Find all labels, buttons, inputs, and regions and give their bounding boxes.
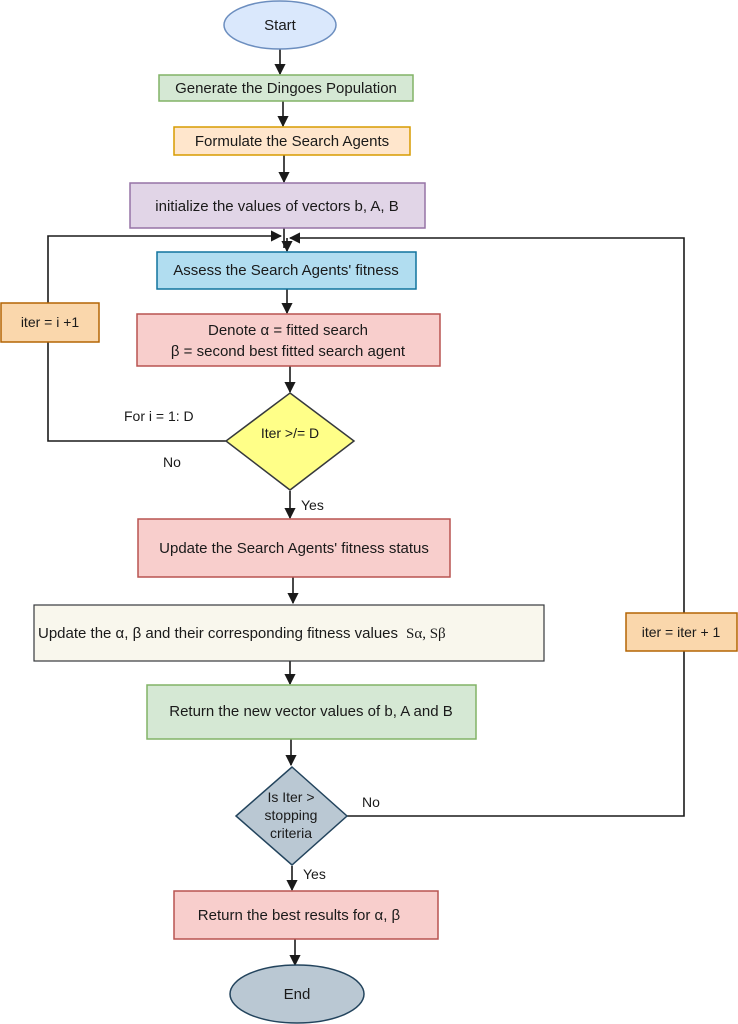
update-alpha-beta-label: Update the α, β and their corresponding … [38,625,446,642]
generate-label: Generate the Dingoes Population [175,80,397,97]
decision1-diamond [224,392,356,491]
formulate-label: Formulate the Search Agents [195,133,389,150]
iter-iter-box [625,612,738,652]
start-ellipse [223,0,337,50]
assess-box [156,251,417,290]
decision2-label-line3: criteria [270,825,312,841]
update-alpha-beta-text: Update the α, β and their corresponding … [38,625,398,642]
return-best-label: Return the best results for α, β [198,907,401,924]
return-best-box [173,890,439,940]
denote-label-line1: Denote α = fitted search [208,322,368,339]
node-start: Start [223,0,337,50]
node-return-vectors: Return the new vector values of b, A and… [146,684,477,740]
decision1-label: Iter >/= D [261,425,319,441]
iter-i-box [0,302,100,343]
denote-box [136,313,441,367]
node-update-status: Update the Search Agents' fitness status [137,518,451,578]
update-status-label: Update the Search Agents' fitness status [159,540,429,557]
side-box-iter-iter: iter = iter + 1 [625,612,738,652]
no-label-1: No [163,454,181,470]
decision2-diamond [234,765,349,867]
edges [47,49,685,967]
initialize-label: initialize the values of vectors b, A, B [155,198,398,215]
end-ellipse [229,964,365,1024]
node-generate: Generate the Dingoes Population [158,74,414,102]
return-vectors-label: Return the new vector values of b, A and… [169,703,453,720]
no-label-2: No [362,794,380,810]
node-initialize: initialize the values of vectors b, A, B [129,182,426,229]
node-return-best: Return the best results for α, β [173,890,439,940]
update-status-box [137,518,451,578]
generate-box [158,74,414,102]
node-decision2: Is Iter > stopping criteria [234,765,349,867]
for-loop-label: For i = 1: D [124,408,194,424]
node-denote: Denote α = fitted search β = second best… [136,313,441,367]
denote-label-line2: β = second best fitted search agent [171,343,406,360]
initialize-box [129,182,426,229]
decision2-label-line2: stopping [265,807,318,823]
edge-decision2-loop-no [288,232,685,817]
update-alpha-beta-box [33,604,545,662]
decision2-label-line1: Is Iter > [267,789,314,805]
node-assess: Assess the Search Agents' fitness [156,251,417,290]
update-alpha-beta-symbols: Sα, Sβ [406,626,446,642]
node-formulate: Formulate the Search Agents [173,126,411,156]
side-box-iter-i: iter = i +1 [0,302,100,343]
node-update-alpha-beta: Update the α, β and their corresponding … [33,604,545,662]
iter-iter-label: iter = iter + 1 [642,624,721,640]
iter-i-label: iter = i +1 [21,314,80,330]
assess-label: Assess the Search Agents' fitness [173,262,398,279]
end-label: End [284,986,311,1003]
yes-label-1: Yes [301,497,324,513]
yes-label-2: Yes [303,866,326,882]
node-end: End [229,964,365,1024]
start-label: Start [264,17,297,34]
edge-labels: For i = 1: D No Yes No Yes [124,408,380,882]
node-decision1: Iter >/= D [224,392,356,491]
formulate-box [173,126,411,156]
return-vectors-box [146,684,477,740]
